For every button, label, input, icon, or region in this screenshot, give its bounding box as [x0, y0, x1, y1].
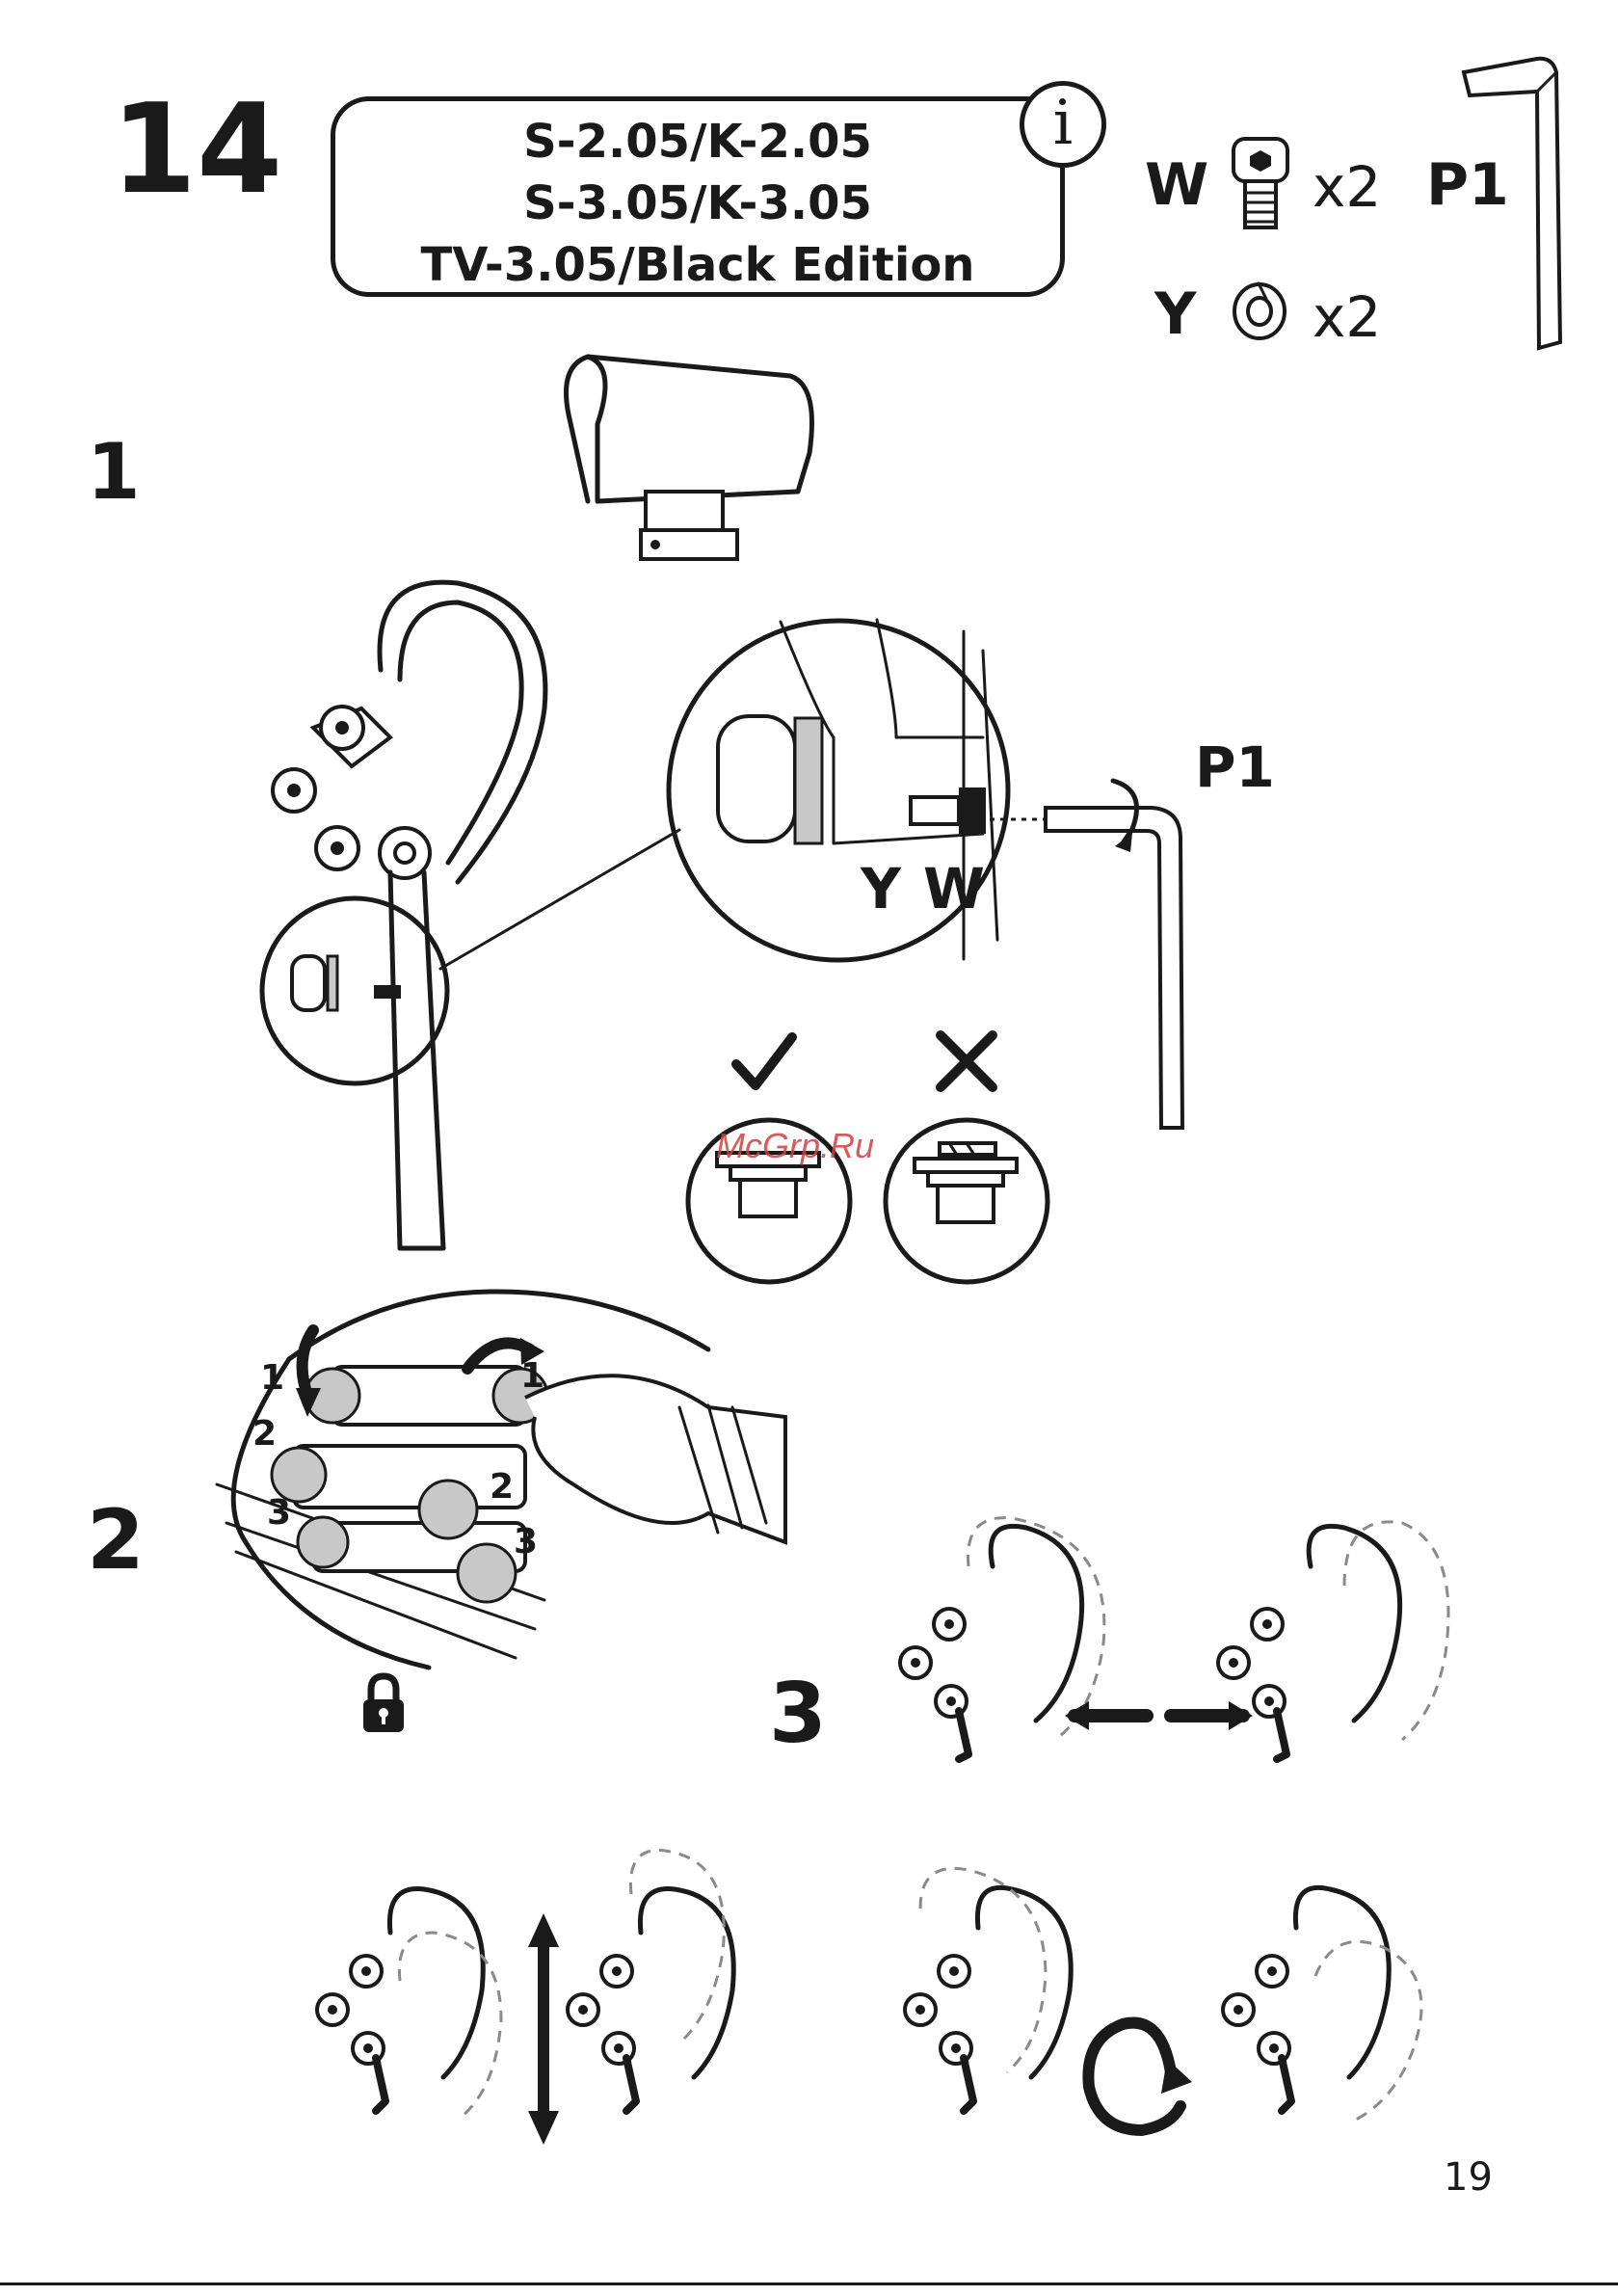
page-number: 19 — [1444, 2155, 1493, 2200]
detail-label-y: Y — [861, 861, 901, 917]
allen-key-in-use-icon — [988, 771, 1195, 1137]
part-label-w: W — [1145, 156, 1208, 214]
joint-number-right-3: 3 — [514, 1525, 538, 1560]
adjust-forward-back-illustration — [891, 1518, 1470, 1769]
adjust-rotate-illustration — [882, 1870, 1450, 2159]
watermark-text: McGrp.Ru — [716, 1126, 874, 1166]
allen-key-icon — [1460, 53, 1566, 352]
bottom-rule — [0, 2283, 1618, 2285]
joint-number-right-2: 2 — [490, 1470, 514, 1505]
model-info-box: S-2.05/K-2.05 S-3.05/K-3.05 TV-3.05/Blac… — [331, 96, 1065, 297]
joint-number-left-3: 3 — [267, 1496, 291, 1531]
detail-circle-large — [665, 593, 1031, 988]
model-line-3: TV-3.05/Black Edition — [335, 234, 1060, 296]
substep-3-number: 3 — [769, 1672, 827, 1755]
substep-1-number: 1 — [87, 434, 141, 511]
hex-socket-screw-icon — [1226, 135, 1295, 231]
joint-number-right-1: 1 — [520, 1359, 544, 1394]
incorrect-seating-circle — [882, 1116, 1051, 1286]
joint-number-left-2: 2 — [252, 1417, 277, 1452]
joint-number-left-1: 1 — [260, 1361, 284, 1396]
info-icon: i — [1020, 81, 1106, 168]
lock-icon — [359, 1672, 408, 1736]
spring-washer-icon — [1230, 280, 1289, 343]
detail-label-w: W — [923, 861, 985, 917]
adjust-up-down-illustration — [308, 1875, 771, 2154]
part-label-y: Y — [1154, 285, 1196, 343]
substep-2-number: 2 — [87, 1499, 145, 1582]
step-number: 14 — [111, 89, 282, 212]
detail-circle-small — [258, 896, 461, 1089]
part-qty-y: x2 — [1313, 289, 1381, 345]
callout-line — [438, 824, 689, 978]
part-qty-w: x2 — [1313, 159, 1381, 215]
model-line-2: S-3.05/K-3.05 — [335, 173, 1060, 234]
model-line-1: S-2.05/K-2.05 — [335, 111, 1060, 173]
checkmark-icon — [730, 1029, 798, 1093]
headrest-illustration — [549, 347, 829, 569]
detail-label-p1: P1 — [1195, 739, 1275, 795]
cross-icon — [935, 1029, 998, 1093]
